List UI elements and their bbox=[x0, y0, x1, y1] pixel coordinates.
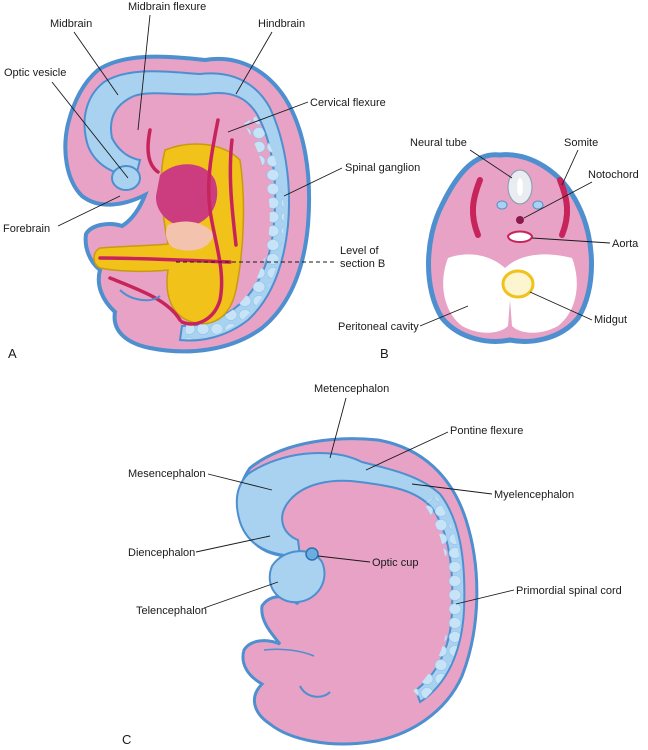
label-hindbrain: Hindbrain bbox=[258, 18, 305, 30]
label-midgut: Midgut bbox=[594, 314, 627, 326]
label-somite: Somite bbox=[564, 137, 598, 149]
notochord-b bbox=[516, 216, 524, 224]
label-diencephalon: Diencephalon bbox=[128, 547, 195, 559]
label-midbrain: Midbrain bbox=[50, 18, 92, 30]
panel-label-c: C bbox=[122, 732, 131, 747]
label-midbrain-flexure: Midbrain flexure bbox=[128, 1, 206, 13]
label-cervical-flexure: Cervical flexure bbox=[310, 97, 386, 109]
panel-c-embryo bbox=[235, 437, 479, 746]
vessels-a bbox=[98, 118, 238, 326]
label-peritoneal-cavity: Peritoneal cavity bbox=[338, 321, 419, 333]
panel-b-labels: Neural tube Somite Notochord Aorta Perit… bbox=[338, 137, 639, 361]
label-notochord: Notochord bbox=[588, 169, 639, 181]
label-telencephalon: Telencephalon bbox=[136, 605, 207, 617]
label-optic-cup: Optic cup bbox=[372, 557, 418, 569]
telencephalon-c bbox=[268, 550, 326, 604]
optic-cup-c bbox=[305, 547, 319, 561]
panel-label-b: B bbox=[380, 346, 389, 361]
label-spinal-ganglion: Spinal ganglion bbox=[345, 162, 420, 174]
label-forebrain: Forebrain bbox=[3, 223, 50, 235]
label-metencephalon: Metencephalon bbox=[314, 383, 389, 395]
label-mesencephalon: Mesencephalon bbox=[128, 468, 206, 480]
label-level-line2: section B bbox=[340, 258, 385, 270]
label-myelencephalon: Myelencephalon bbox=[494, 489, 574, 501]
label-primordial-spinal-cord: Primordial spinal cord bbox=[516, 585, 622, 597]
heart-a bbox=[155, 164, 218, 227]
panel-b-section bbox=[426, 152, 594, 344]
label-optic-vesicle: Optic vesicle bbox=[4, 67, 66, 79]
label-aorta: Aorta bbox=[612, 238, 639, 250]
label-pontine-flexure: Pontine flexure bbox=[450, 425, 523, 437]
aorta-b bbox=[506, 230, 534, 243]
optic-vesicle-a bbox=[111, 165, 141, 191]
panel-a-labels: Midbrain Midbrain flexure Hindbrain Opti… bbox=[3, 1, 420, 361]
panel-c-labels: Metencephalon Pontine flexure Mesencepha… bbox=[122, 383, 622, 747]
midgut-b bbox=[501, 269, 535, 299]
label-neural-tube: Neural tube bbox=[410, 137, 467, 149]
label-level-line1: Level of bbox=[340, 245, 379, 257]
panel-a-embryo bbox=[63, 54, 312, 354]
panel-label-a: A bbox=[8, 346, 17, 361]
somite-left-b bbox=[470, 177, 483, 238]
